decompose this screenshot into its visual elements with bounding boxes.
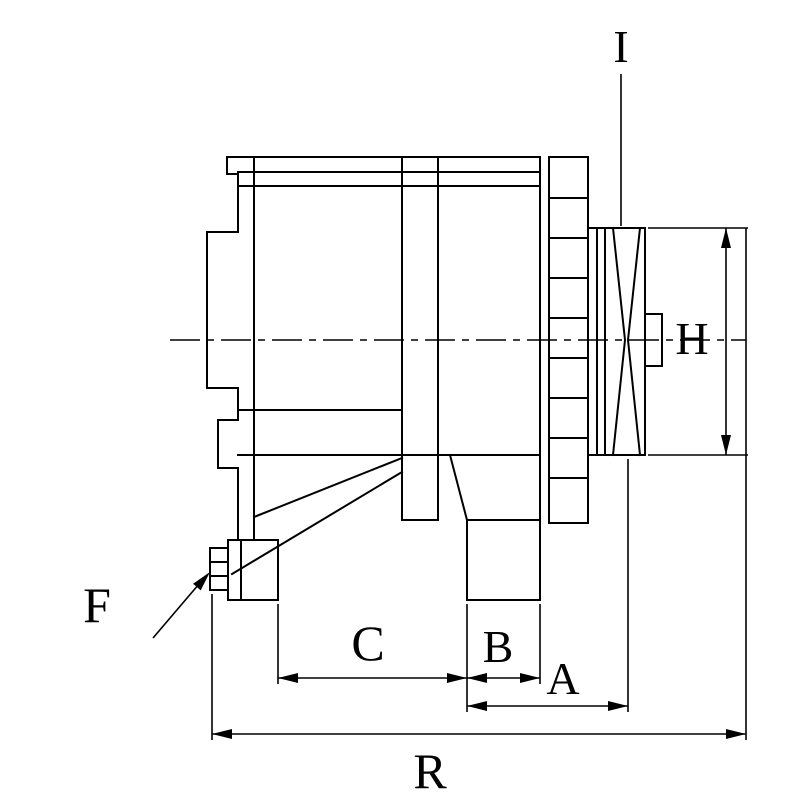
- left-mounting-foot: [227, 539, 279, 601]
- alternator-body-outline: [206, 156, 541, 601]
- dimension-R: R: [212, 729, 746, 799]
- dimension-H: H: [648, 227, 748, 456]
- fan-rib-stack: [548, 156, 589, 524]
- dimension-A: A: [467, 653, 628, 711]
- dimension-I: I: [613, 21, 629, 226]
- dimension-F: F: [83, 572, 210, 639]
- dimension-label-f: F: [83, 577, 111, 633]
- dimension-label-a: A: [546, 653, 579, 704]
- adjuster-lug: [209, 547, 229, 591]
- dimension-C: C: [278, 615, 467, 683]
- dimension-B: B: [467, 621, 540, 683]
- v-belt-pulley: [587, 226, 646, 457]
- dimension-label-c: C: [351, 615, 384, 671]
- dimension-label-i: I: [613, 21, 628, 72]
- dimension-label-h: H: [675, 313, 708, 364]
- right-mounting-foot: [466, 519, 541, 601]
- shaft-nut: [644, 313, 663, 367]
- dimension-label-r: R: [413, 743, 447, 799]
- dimension-label-b: B: [483, 621, 514, 672]
- extension-lines: [211, 228, 747, 740]
